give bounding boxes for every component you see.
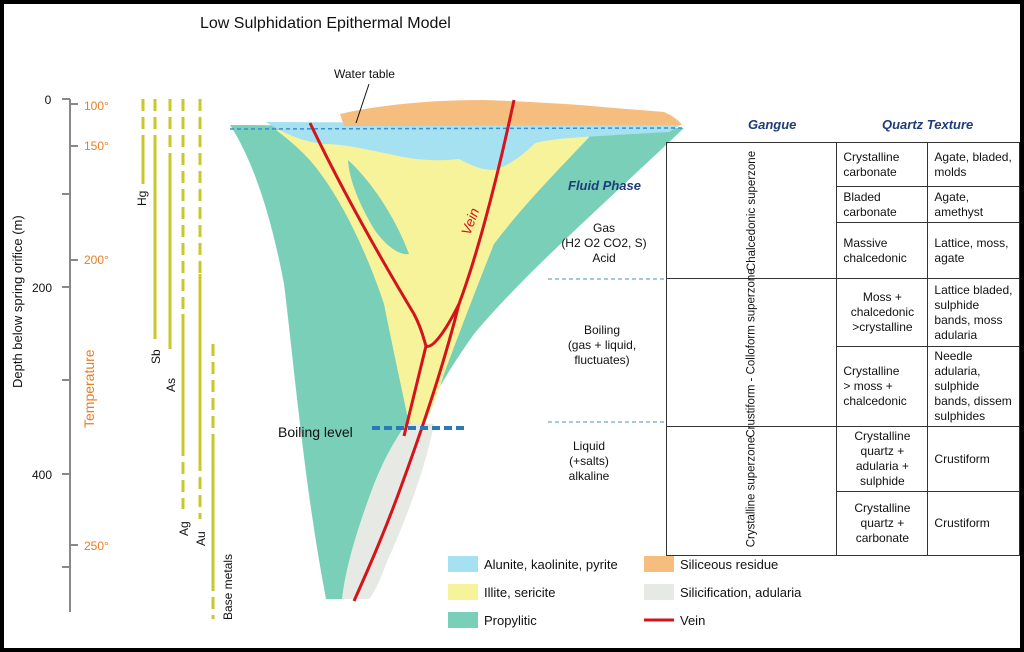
temperature-tick-250: 250° <box>84 539 109 553</box>
depth-axis: 0 200 400 Depth below spring orifice (m) <box>10 93 78 612</box>
quartz-cell: Crustiform <box>927 491 1020 556</box>
element-ranges <box>141 99 215 619</box>
quartz-texture-header: Quartz Texture <box>882 117 974 132</box>
quartz-cell: Lattice bladed, sulphide bands, moss adu… <box>927 278 1020 347</box>
gangue-header: Gangue <box>748 117 797 132</box>
fluid-phase-gas-line1: Gas <box>593 221 615 235</box>
vein-lower-branch <box>402 345 428 437</box>
fluid-phase-gas: Gas (H2 O2 CO2, S) Acid <box>561 221 646 265</box>
fluid-phase-boiling-line3: fluctuates) <box>574 353 629 367</box>
table-row: Massive chalcedonic Lattice, moss, agate <box>667 222 1020 279</box>
element-label-ag: Ag <box>177 521 191 536</box>
depth-tick-200: 200 <box>32 281 52 295</box>
water-table-pointer <box>355 83 370 124</box>
element-label-as: As <box>164 378 178 392</box>
depth-axis-label: Depth below spring orifice (m) <box>10 215 25 388</box>
fluid-phase-liquid-line2: (+salts) <box>569 454 609 468</box>
vein-main <box>352 303 461 602</box>
fluid-phase-liquid-line1: Liquid <box>573 439 605 453</box>
legend-label-vein: Vein <box>680 613 705 628</box>
gangue-cell: Massive chalcedonic <box>836 222 929 279</box>
temperature-label: Temperature <box>81 349 97 428</box>
boiling-level-label: Boiling level <box>278 424 353 440</box>
veins <box>308 99 516 602</box>
element-labels: Hg Sb As Ag Au Base metals <box>135 191 235 620</box>
gangue-cell: Crystalline quartz + carbonate <box>836 491 929 556</box>
legend-swatch-illite <box>448 584 478 600</box>
propylitic-lens <box>348 160 409 255</box>
quartz-cell: Needle adularia, sulphide bands, dissem … <box>927 346 1020 427</box>
table-row: Bladed carbonate Agate, amethyst <box>667 186 1020 223</box>
legend-swatch-silicification <box>644 584 674 600</box>
table-row: Chalcedonic superzone Crystalline carbon… <box>665 142 1020 279</box>
table-row: Crustiform - Colloform superzone Moss + … <box>665 268 1020 438</box>
element-label-au: Au <box>194 531 208 546</box>
silicification-adularia-zone <box>342 424 434 599</box>
depth-tick-0: 0 <box>45 93 52 107</box>
temperature-tick-200: 200° <box>84 253 109 267</box>
legend-label-illite: Illite, sericite <box>484 585 556 600</box>
legend-swatch-propylitic <box>448 612 478 628</box>
water-table-label: Water table <box>334 67 395 81</box>
alunite-kaolinite-zone <box>266 122 682 170</box>
diagram-canvas: Low Sulphidation Epithermal Model 0 200 … <box>10 15 802 628</box>
gangue-cell: Crystalline quartz + adularia + sulphide <box>836 426 929 492</box>
fluid-phase-title: Fluid Phase <box>568 178 641 193</box>
legend: Alunite, kaolinite, pyrite Siliceous res… <box>448 556 802 628</box>
diagram-title: Low Sulphidation Epithermal Model <box>200 15 451 32</box>
legend-label-silicification: Silicification, adularia <box>680 585 802 600</box>
element-label-base-metals: Base metals <box>221 554 235 620</box>
fluid-phase-boiling-line2: (gas + liquid, <box>568 338 636 352</box>
fluid-phase-gas-line3: Acid <box>592 251 615 265</box>
legend-label-alunite: Alunite, kaolinite, pyrite <box>484 557 618 572</box>
table-row: Crystalline superzone Crystalline quartz… <box>665 426 1020 556</box>
fluid-phase-liquid-line3: alkaline <box>569 469 610 483</box>
quartz-cell: Lattice, moss, agate <box>927 222 1020 279</box>
depth-tick-400: 400 <box>32 468 52 482</box>
legend-swatch-alunite <box>448 556 478 572</box>
zone-chalcedonic: Chalcedonic superzone <box>665 142 838 279</box>
quartz-cell: Agate, amethyst <box>927 186 1020 223</box>
fluid-phase-boiling: Boiling (gas + liquid, fluctuates) <box>568 323 636 367</box>
legend-label-siliceous: Siliceous residue <box>680 557 778 572</box>
temperature-tick-100: 100° <box>84 99 109 113</box>
vein-right-upper <box>425 99 516 348</box>
gangue-cell: Moss + chalcedonic >crystalline <box>836 278 929 347</box>
superzone-table: Chalcedonic superzone Crystalline carbon… <box>665 142 1020 556</box>
zone-crystalline: Crystalline superzone <box>665 426 838 556</box>
legend-label-propylitic: Propylitic <box>484 613 537 628</box>
water-table-line <box>229 127 685 130</box>
quartz-cell: Agate, bladed, molds <box>927 142 1020 187</box>
gangue-cell: Bladed carbonate <box>836 186 929 223</box>
element-label-sb: Sb <box>149 349 163 364</box>
illite-sericite-zone <box>276 130 594 424</box>
gangue-cell: Crystalline > moss + chalcedonic <box>836 346 929 427</box>
fluid-phase-gas-line2: (H2 O2 CO2, S) <box>561 236 646 250</box>
fluid-phase-liquid: Liquid (+salts) alkaline <box>569 439 610 483</box>
table-row: Crystalline quartz + carbonate Crustifor… <box>667 491 1020 556</box>
temperature-tick-150: 150° <box>84 139 109 153</box>
zone-crustiform-colloform: Crustiform - Colloform superzone <box>665 268 838 438</box>
temperature-scale: 100° 150° 200° 250° Temperature <box>81 99 109 553</box>
cross-section <box>229 100 685 599</box>
legend-swatch-siliceous <box>644 556 674 572</box>
element-label-hg: Hg <box>135 191 149 206</box>
vein-left <box>308 122 428 347</box>
diagram-frame: Low Sulphidation Epithermal Model 0 200 … <box>4 4 1020 648</box>
gangue-cell: Crystalline carbonate <box>836 142 929 187</box>
table-row: Crystalline > moss + chalcedonic Needle … <box>667 346 1020 427</box>
quartz-cell: Crustiform <box>927 426 1020 492</box>
fluid-phase-boiling-line1: Boiling <box>584 323 620 337</box>
propylitic-zone <box>230 125 684 599</box>
